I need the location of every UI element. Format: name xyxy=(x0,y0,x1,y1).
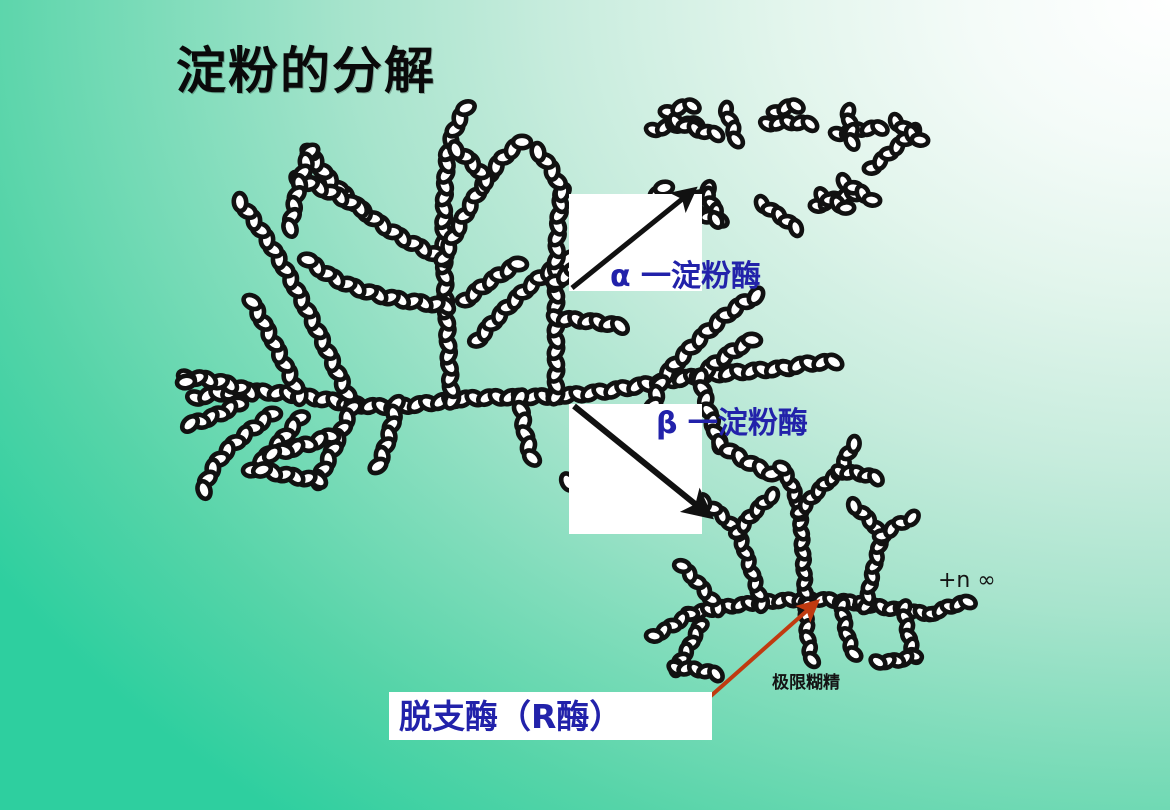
limit-dextrin-label: 极限糊精 xyxy=(772,673,840,693)
beta-arrow-backdrop xyxy=(569,404,702,534)
debranching-enzyme-label: 脱支酶（R酶） xyxy=(399,696,623,736)
alpha-amylase-label: α 一淀粉酶 xyxy=(610,259,762,294)
beta-arrow xyxy=(572,403,714,520)
page-title: 淀粉的分解 xyxy=(176,42,436,100)
plus-n-label: +n ∞ xyxy=(938,568,996,593)
beta-amylase-label: β 一淀粉酶 xyxy=(656,406,808,441)
debranching-enzyme-callout: 脱支酶（R酶） xyxy=(389,692,712,740)
alpha-arrow xyxy=(570,186,698,290)
